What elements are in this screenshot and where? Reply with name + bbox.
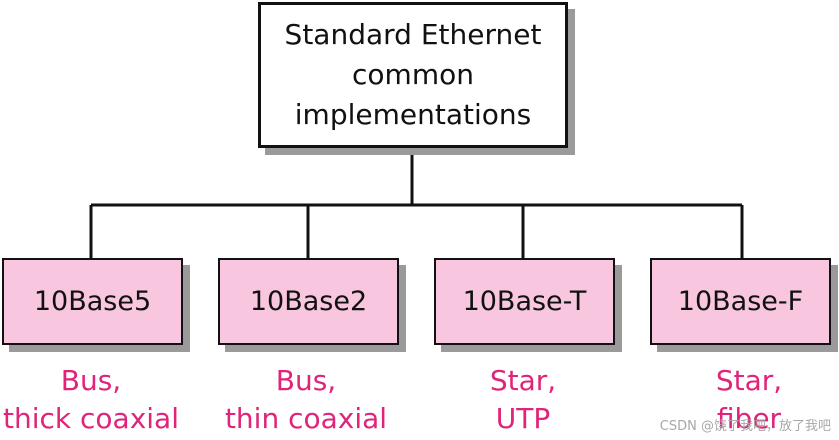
caption-line-medium: fiber — [716, 402, 782, 435]
child-node-label: 10Base-F — [677, 286, 804, 317]
caption-line-medium: thick coaxial — [3, 402, 179, 435]
caption-line-topology: Star, — [489, 364, 557, 397]
caption-10base2: Bus, thin coaxial — [201, 362, 411, 438]
child-node-label: 10Base2 — [249, 286, 368, 317]
child-node-label: 10Base-T — [462, 286, 587, 317]
caption-line-medium: thin coaxial — [224, 402, 388, 435]
caption-line-topology: Bus, — [60, 364, 122, 397]
caption-10base-f: Star, fiber — [644, 362, 839, 438]
caption-line-topology: Star, — [715, 364, 783, 397]
child-node-10base5: 10Base5 — [2, 258, 183, 345]
child-node-10base-f: 10Base-F — [650, 258, 831, 345]
caption-10base5: Bus, thick coaxial — [0, 362, 196, 438]
caption-10base-t: Star, UTP — [418, 362, 628, 438]
caption-line-topology: Bus, — [275, 364, 337, 397]
child-node-10base2: 10Base2 — [218, 258, 399, 345]
csdn-watermark: CSDN @饶了我吧，放了我吧 — [659, 419, 831, 434]
root-node-label: Standard Ethernet common implementations — [284, 18, 542, 131]
caption-line-medium: UTP — [495, 402, 551, 435]
root-node: Standard Ethernet common implementations — [258, 2, 568, 148]
child-node-label: 10Base5 — [33, 286, 152, 317]
child-node-10base-t: 10Base-T — [434, 258, 615, 345]
